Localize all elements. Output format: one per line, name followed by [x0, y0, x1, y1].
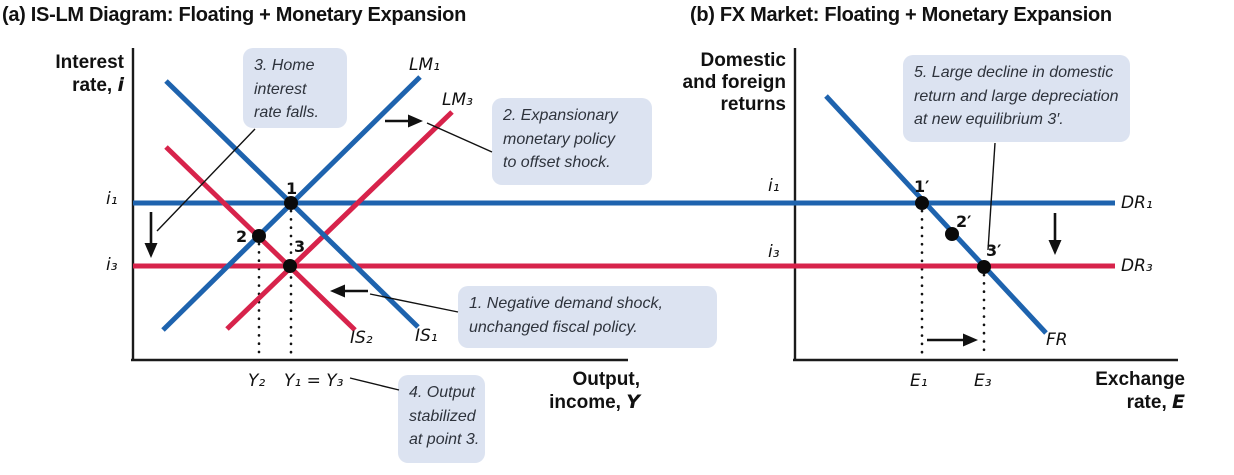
fr-label: FR — [1046, 330, 1068, 350]
dr1-label: DR₁ — [1121, 193, 1153, 213]
leader-note2 — [426, 122, 493, 153]
note-large-decline: 5. Large decline in domestic return and … — [903, 55, 1130, 142]
note-line: unchanged fiscal policy. — [469, 318, 638, 336]
panel-a-y-axis-label: Interest rate, i — [55, 52, 124, 96]
panel-b-x-axis-label: Exchange rate, E — [1095, 369, 1185, 413]
note-line: 3. Home — [254, 57, 315, 74]
down-arrow-a-head — [144, 243, 158, 258]
droplines — [257, 209, 986, 358]
point-3-prime-label: 3′ — [986, 241, 1002, 260]
note-line: 4. Output — [409, 384, 475, 401]
point-1-label: 1 — [286, 179, 298, 198]
leader-note1 — [369, 293, 459, 313]
lm3-label: LM₃ — [442, 90, 473, 110]
e-shift-arrow-head — [963, 333, 978, 347]
y1y3-tick-label: Y₁ = Y₃ — [284, 371, 344, 391]
point-2-prime — [945, 227, 959, 241]
is-shift-arrow-head — [330, 284, 345, 298]
lm-shift-arrow-head — [408, 114, 423, 128]
note-leaders — [156, 122, 996, 391]
i3-label-panel-a: i₃ — [106, 255, 118, 275]
dr3-label: DR₃ — [1121, 256, 1153, 276]
down-arrow-b-head — [1048, 240, 1062, 255]
point-2-prime-label: 2′ — [956, 212, 972, 231]
note-line: interest — [254, 80, 307, 98]
point-3-label: 3 — [294, 237, 306, 256]
e1-tick-label: E₁ — [910, 371, 928, 391]
e3-tick-label: E₃ — [974, 371, 992, 391]
is2-label: IS₂ — [350, 328, 373, 348]
note-line: return and large depreciation — [914, 87, 1119, 105]
leader-note4 — [349, 377, 400, 391]
i3-label-panel-b: i₃ — [768, 242, 780, 262]
panel-b-y-axis-label: Domestic and foreign returns — [682, 50, 786, 115]
note-line: at point 3. — [409, 431, 480, 448]
note-negative-demand-shock: 1. Negative demand shock, unchanged fisc… — [458, 286, 717, 348]
note-expansionary-policy: 2. Expansionary monetary policy to offse… — [492, 98, 652, 185]
y2-tick-label: Y₂ — [248, 371, 266, 391]
i1-label-panel-a: i₁ — [106, 189, 118, 209]
note-line: 1. Negative demand shock, — [469, 295, 663, 312]
panel-a-x-axis-label: Output, income, Y — [549, 369, 640, 413]
note-output-stabilized: 4. Output stabilized at point 3. — [398, 375, 485, 463]
point-2-label: 2 — [236, 227, 248, 246]
note-line: monetary policy — [503, 130, 616, 148]
point-3-prime — [977, 260, 991, 274]
note-line: 2. Expansionary — [503, 107, 618, 124]
note-line: to offset shock. — [503, 154, 611, 171]
note-home-rate-falls: 3. Home interest rate falls. — [243, 48, 347, 128]
point-3 — [283, 259, 297, 273]
point-2 — [252, 229, 266, 243]
fr-curve — [824, 94, 1048, 335]
leader-note3 — [156, 128, 256, 232]
note-line: 5. Large decline in domestic — [914, 64, 1114, 81]
equilibrium-points — [252, 196, 991, 274]
panel-a-title: (a) IS-LM Diagram: Floating + Monetary E… — [2, 4, 466, 26]
note-line: stabilized — [409, 407, 476, 425]
point-1-prime — [915, 196, 929, 210]
point-1 — [284, 196, 298, 210]
lm1-label: LM₁ — [409, 55, 440, 75]
note-line: at new equilibrium 3′. — [914, 111, 1064, 128]
point-1-prime-label: 1′ — [914, 177, 930, 196]
panel-b-title: (b) FX Market: Floating + Monetary Expan… — [690, 4, 1112, 26]
i1-label-panel-b: i₁ — [768, 176, 780, 196]
lm3-curve — [225, 110, 454, 331]
is1-label: IS₁ — [415, 326, 438, 346]
leader-note5 — [987, 142, 996, 251]
shift-arrows — [144, 114, 1062, 347]
note-line: rate falls. — [254, 104, 319, 121]
